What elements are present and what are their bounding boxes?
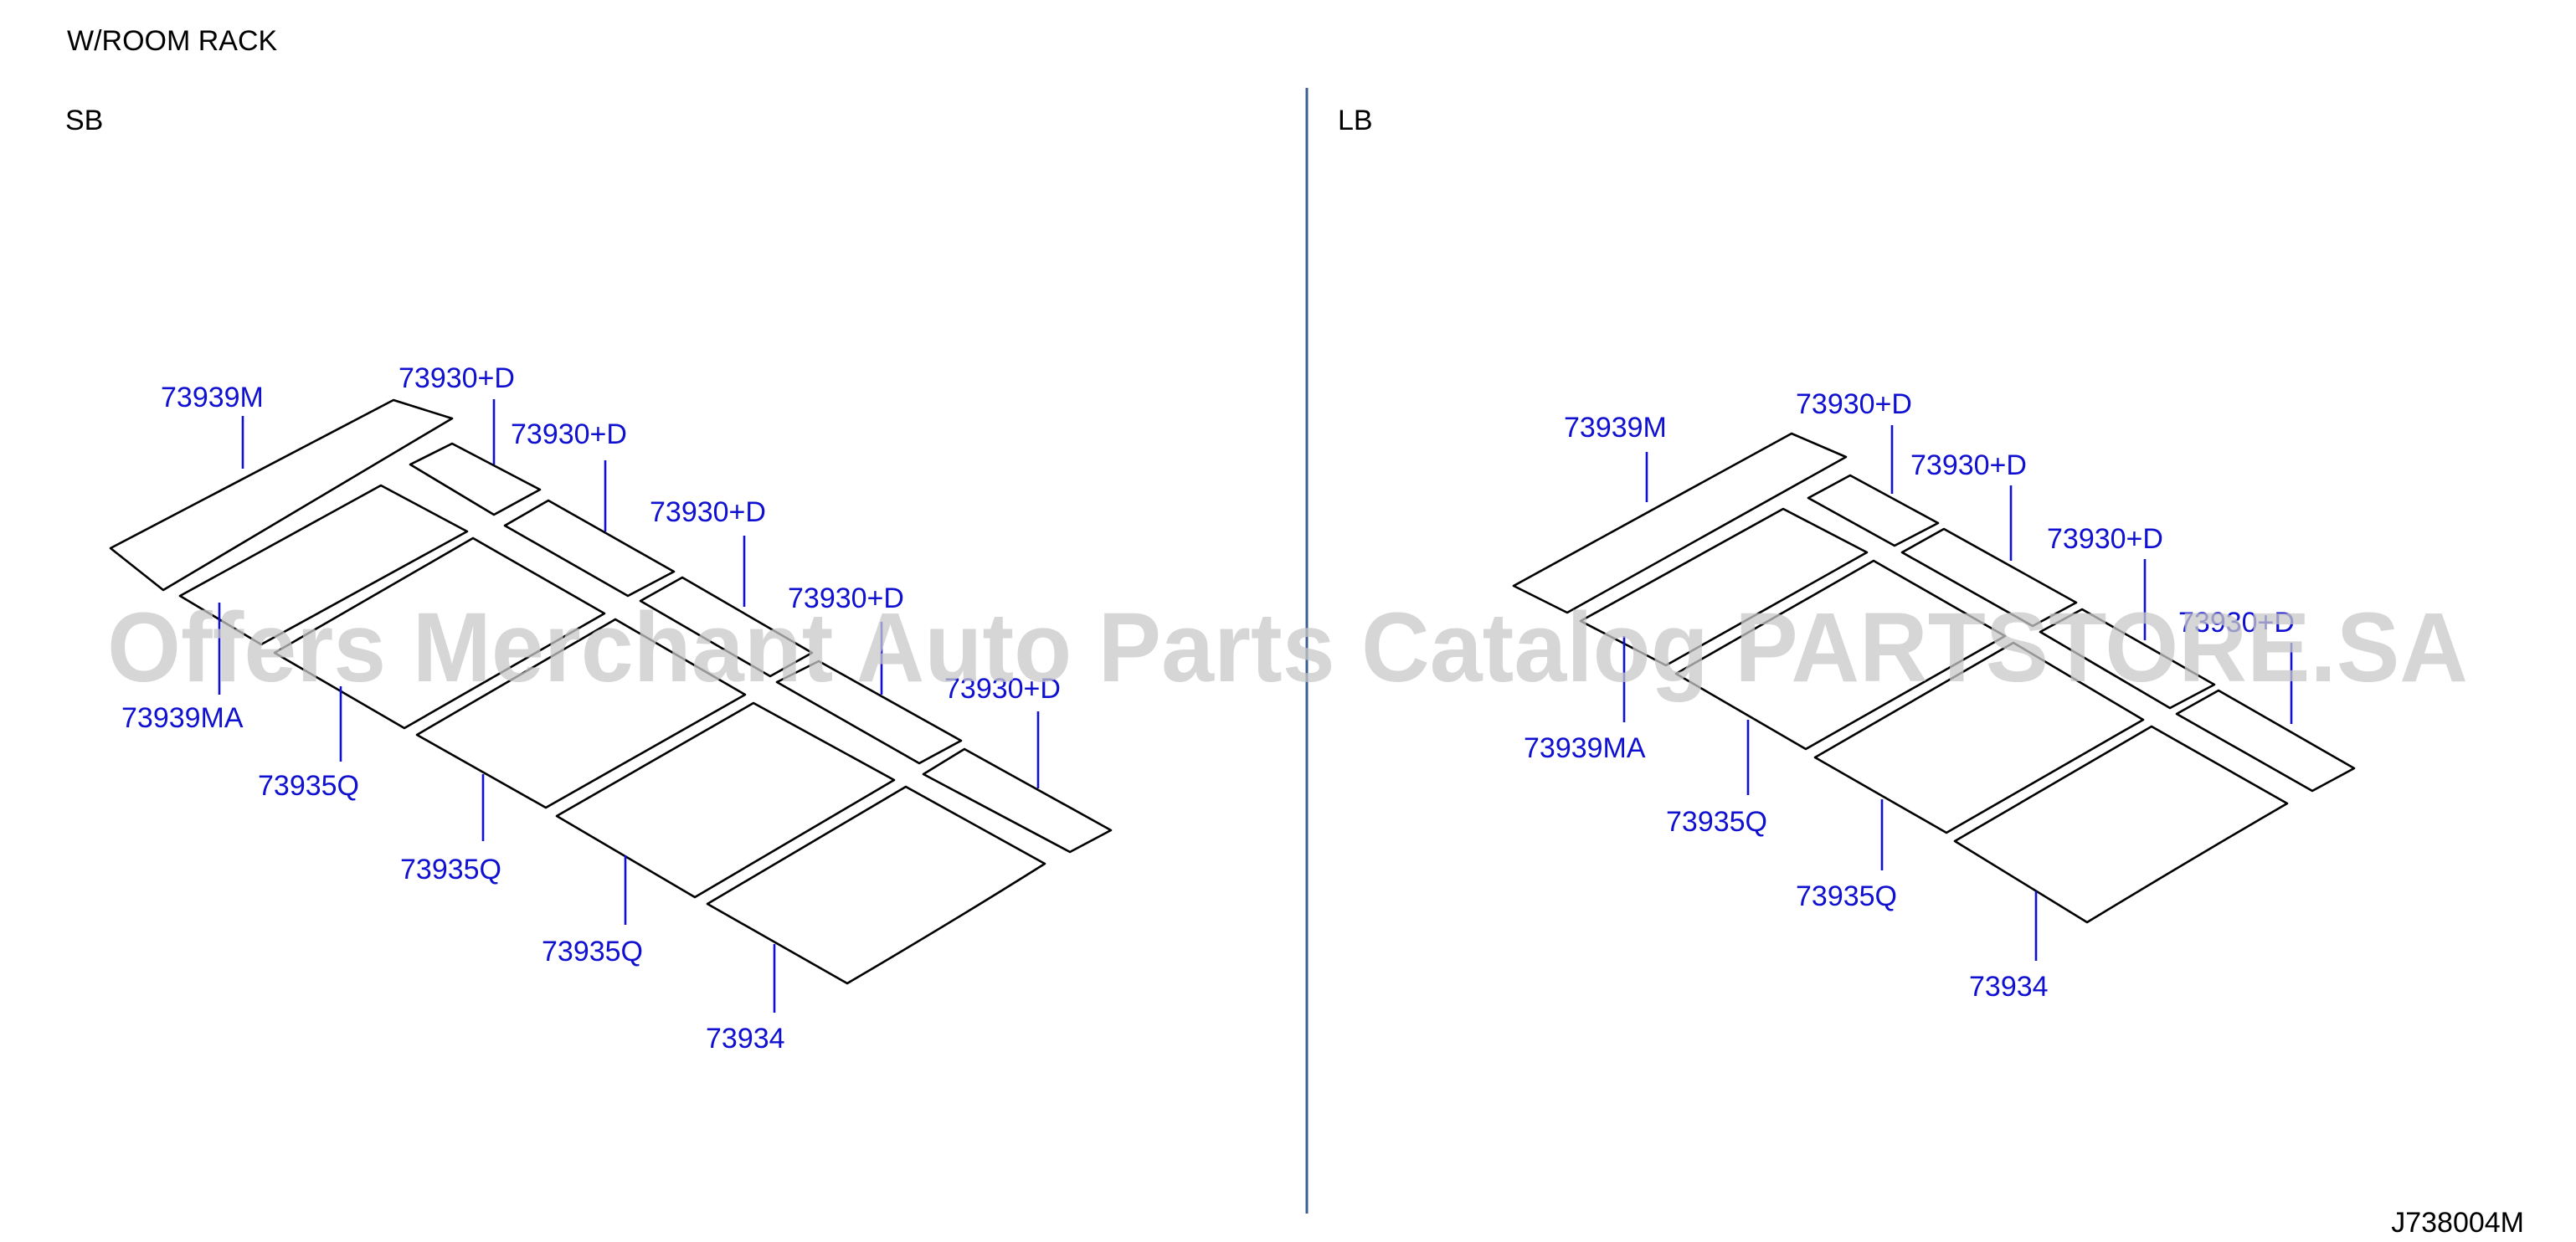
sb-label-73930d-2: 73930+D — [511, 418, 627, 450]
sb-panel-73935q-1 — [273, 536, 606, 730]
sb-panel-73930d-4 — [775, 659, 963, 765]
sb-label-73930d-3: 73930+D — [650, 496, 766, 528]
lb-panel-73939m — [1512, 432, 1848, 614]
lb-panel-73930d-3 — [2039, 608, 2216, 710]
lb-label-73930d-3: 73930+D — [2047, 523, 2163, 555]
lb-label-73935q-2: 73935Q — [1796, 880, 1897, 912]
sb-panel-73930d-2 — [503, 499, 676, 598]
sb-label-73930d-5: 73930+D — [944, 673, 1061, 705]
lb-label-73930d-1: 73930+D — [1796, 388, 1912, 420]
lb-panel-73939ma — [1579, 507, 1869, 667]
sb-label-73930d-1: 73930+D — [398, 362, 515, 394]
view-label-sb: SB — [65, 105, 103, 136]
lb-label-73939ma: 73939MA — [1524, 732, 1646, 764]
sb-label-73939m: 73939M — [161, 382, 264, 413]
lb-panel-73935q-2 — [1813, 641, 2145, 834]
sb-panel-73934 — [706, 785, 1046, 985]
lb-panel-73934 — [1953, 725, 2289, 924]
sb-label-73935q-2: 73935Q — [400, 854, 501, 885]
sb-panel-73935q-2 — [415, 618, 747, 809]
lb-label-73934: 73934 — [1969, 971, 2049, 1003]
sb-panel-73930d-3 — [639, 576, 814, 678]
view-label-lb: LB — [1338, 105, 1373, 136]
diagram-title: W/ROOM RACK — [67, 25, 278, 57]
view-lb: 73939M 73930+D 73930+D 73930+D 73930+D 7… — [1512, 388, 2356, 1003]
watermark-text: Offers Merchant Auto Parts Catalog PARTS… — [107, 593, 2468, 703]
sb-label-73930d-4: 73930+D — [788, 583, 904, 614]
lb-label-73935q-1: 73935Q — [1666, 806, 1767, 838]
lb-panel-73935q-1 — [1674, 559, 2007, 751]
lb-label-73930d-4: 73930+D — [2178, 607, 2295, 639]
lb-panel-73930d-4 — [2175, 689, 2356, 793]
sb-label-73934: 73934 — [706, 1023, 785, 1055]
sb-panel-73939m — [109, 398, 454, 592]
sb-panel-73930d-1 — [409, 442, 542, 516]
sb-label-73935q-1: 73935Q — [258, 770, 359, 802]
view-sb: 73939M 73930+D 73930+D 73930+D 73930+D 7… — [109, 362, 1113, 1055]
lb-label-73939m: 73939M — [1564, 412, 1667, 444]
sb-label-73935q-3: 73935Q — [542, 936, 643, 967]
lb-panel-73930d-2 — [1900, 527, 2078, 628]
lb-panel-73930d-1 — [1807, 474, 1940, 547]
lb-label-73930d-2: 73930+D — [1910, 449, 2027, 481]
sb-label-73939ma: 73939MA — [121, 702, 244, 734]
sb-panel-73939ma — [178, 484, 469, 646]
diagram-code: J738004M — [2391, 1207, 2524, 1239]
sb-panel-73930d-5 — [922, 747, 1113, 854]
sb-panel-73935q-3 — [555, 701, 896, 899]
